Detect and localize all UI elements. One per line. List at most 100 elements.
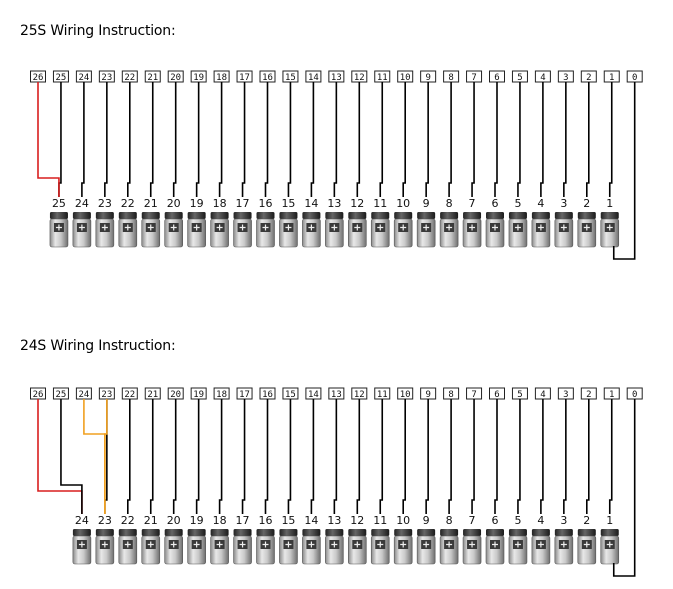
cell-cap-5 xyxy=(508,212,527,219)
wire-pin-24 xyxy=(81,82,85,197)
pin-label-7: 7 xyxy=(471,73,476,83)
cell-label-4: 4 xyxy=(537,197,544,210)
pin-label-10: 10 xyxy=(400,73,411,83)
cell-label-2: 2 xyxy=(583,514,590,527)
plus-icon xyxy=(331,541,338,548)
cell-label-7: 7 xyxy=(469,197,476,210)
wire-pin-10 xyxy=(402,399,406,514)
wire-pin-15 xyxy=(287,399,292,514)
pin-label-19: 19 xyxy=(193,73,204,83)
pin-label-2: 2 xyxy=(586,73,591,83)
cell-label-22: 22 xyxy=(121,514,135,527)
cell-cap-25 xyxy=(49,212,68,219)
pin-label-6: 6 xyxy=(494,73,499,83)
pin-label-7: 7 xyxy=(471,390,476,400)
cell-cap-5 xyxy=(508,529,527,536)
pin-label-21: 21 xyxy=(147,390,158,400)
cell-label-9: 9 xyxy=(423,514,430,527)
cell-label-4: 4 xyxy=(537,514,544,527)
cell-label-10: 10 xyxy=(396,514,410,527)
plus-icon xyxy=(193,541,200,548)
cell-label-17: 17 xyxy=(236,514,250,527)
cell-cap-22 xyxy=(118,529,137,536)
cell-label-22: 22 xyxy=(121,197,135,210)
wire-pin-11 xyxy=(379,399,384,514)
wire-pin-23 xyxy=(104,399,108,514)
cell-label-1: 1 xyxy=(606,514,613,527)
pin-label-15: 15 xyxy=(285,390,296,400)
pin-label-17: 17 xyxy=(239,390,250,400)
plus-icon xyxy=(262,224,269,231)
plus-icon xyxy=(560,541,567,548)
plus-icon xyxy=(147,541,154,548)
cell-cap-8 xyxy=(440,529,459,536)
pin-label-4: 4 xyxy=(540,73,545,83)
pin-label-26: 26 xyxy=(33,73,44,83)
pin-label-12: 12 xyxy=(354,73,365,83)
cell-label-14: 14 xyxy=(304,197,318,210)
cell-cap-9 xyxy=(417,212,436,219)
cell-label-15: 15 xyxy=(281,514,295,527)
pin-label-8: 8 xyxy=(448,73,453,83)
wire-pin-7 xyxy=(471,399,475,514)
cell-label-3: 3 xyxy=(560,197,567,210)
cell-label-18: 18 xyxy=(213,197,227,210)
pin-label-4: 4 xyxy=(540,390,545,400)
plus-icon xyxy=(469,224,476,231)
cell-cap-15 xyxy=(279,529,298,536)
wire-pin-17 xyxy=(241,82,246,197)
cell-cap-14 xyxy=(302,212,321,219)
pin-label-25: 25 xyxy=(56,390,67,400)
plus-icon xyxy=(514,541,521,548)
cell-label-1: 1 xyxy=(606,197,613,210)
cell-cap-11 xyxy=(371,212,390,219)
cell-cap-3 xyxy=(554,529,573,536)
plus-icon xyxy=(170,541,177,548)
cell-label-9: 9 xyxy=(423,197,430,210)
cell-cap-23 xyxy=(95,529,114,536)
cell-label-3: 3 xyxy=(560,514,567,527)
cell-label-11: 11 xyxy=(373,514,387,527)
plus-icon xyxy=(285,541,292,548)
cell-label-10: 10 xyxy=(396,197,410,210)
wire-pin-0 xyxy=(612,399,636,577)
plus-icon xyxy=(216,541,223,548)
wire-pin-16 xyxy=(264,399,269,514)
cell-cap-17 xyxy=(233,529,252,536)
cell-cap-19 xyxy=(187,212,206,219)
wire-pin-19 xyxy=(195,82,200,197)
plus-icon xyxy=(331,224,338,231)
cell-label-16: 16 xyxy=(259,197,273,210)
cell-cap-13 xyxy=(325,529,344,536)
cell-label-11: 11 xyxy=(373,197,387,210)
pin-label-1: 1 xyxy=(609,390,614,400)
wire-pin-4 xyxy=(540,82,544,197)
plus-icon xyxy=(446,224,453,231)
wire-pin-25 xyxy=(60,399,83,514)
cell-label-24: 24 xyxy=(75,197,89,210)
pin-label-23: 23 xyxy=(101,390,112,400)
cell-label-15: 15 xyxy=(281,197,295,210)
plus-icon xyxy=(124,541,131,548)
cell-cap-3 xyxy=(554,212,573,219)
wire-pin-18 xyxy=(218,82,223,197)
cell-cap-4 xyxy=(531,212,550,219)
wire-pin-7 xyxy=(471,82,475,197)
cell-label-23: 23 xyxy=(98,514,112,527)
plus-icon xyxy=(537,541,544,548)
plus-icon xyxy=(147,224,154,231)
pin-label-16: 16 xyxy=(262,73,273,83)
pin-label-13: 13 xyxy=(331,73,342,83)
pin-label-6: 6 xyxy=(494,390,499,400)
plus-icon xyxy=(101,224,108,231)
plus-icon xyxy=(514,224,521,231)
cell-label-18: 18 xyxy=(213,514,227,527)
pin-label-10: 10 xyxy=(400,390,411,400)
cell-cap-6 xyxy=(486,212,504,219)
cell-cap-21 xyxy=(141,212,160,219)
pin-label-17: 17 xyxy=(239,73,250,83)
pin-label-5: 5 xyxy=(517,73,522,83)
wire-highlight-pin-26 xyxy=(37,82,60,197)
pin-label-9: 9 xyxy=(425,390,430,400)
